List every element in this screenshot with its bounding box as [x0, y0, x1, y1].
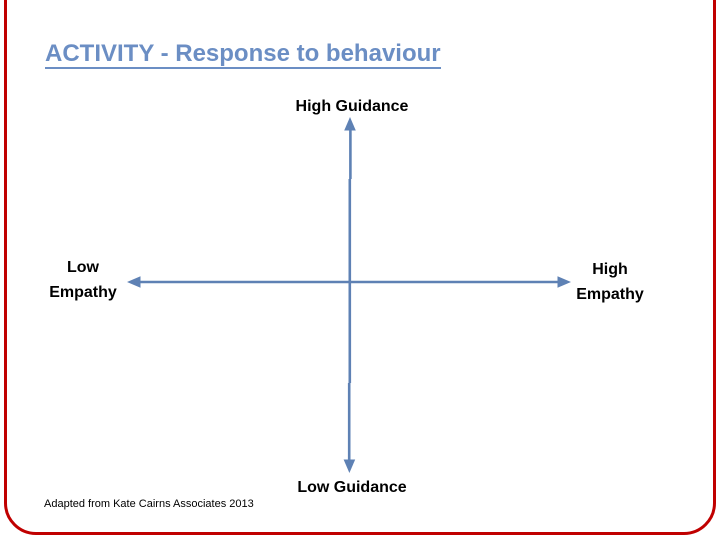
vertical-axis-arrow	[343, 117, 356, 473]
down-arrowhead-icon	[343, 459, 356, 473]
page-title-text: ACTIVITY - Response to behaviour	[45, 40, 441, 69]
left-arrowhead-icon	[127, 276, 141, 288]
page-title: ACTIVITY - Response to behaviour	[45, 40, 441, 69]
up-arrowhead-icon	[344, 117, 356, 131]
right-arrowhead-icon	[557, 276, 571, 288]
axis-label-high-guidance: High Guidance	[295, 98, 409, 115]
axis-label-low-empathy: Low Empathy	[49, 259, 117, 301]
footer-credit: Adapted from Kate Cairns Associates 2013	[44, 498, 254, 510]
axis-label-high-empathy: High Empathy	[576, 261, 644, 303]
axis-label-low-guidance: Low Guidance	[297, 479, 407, 496]
horizontal-axis-arrow	[127, 276, 571, 288]
